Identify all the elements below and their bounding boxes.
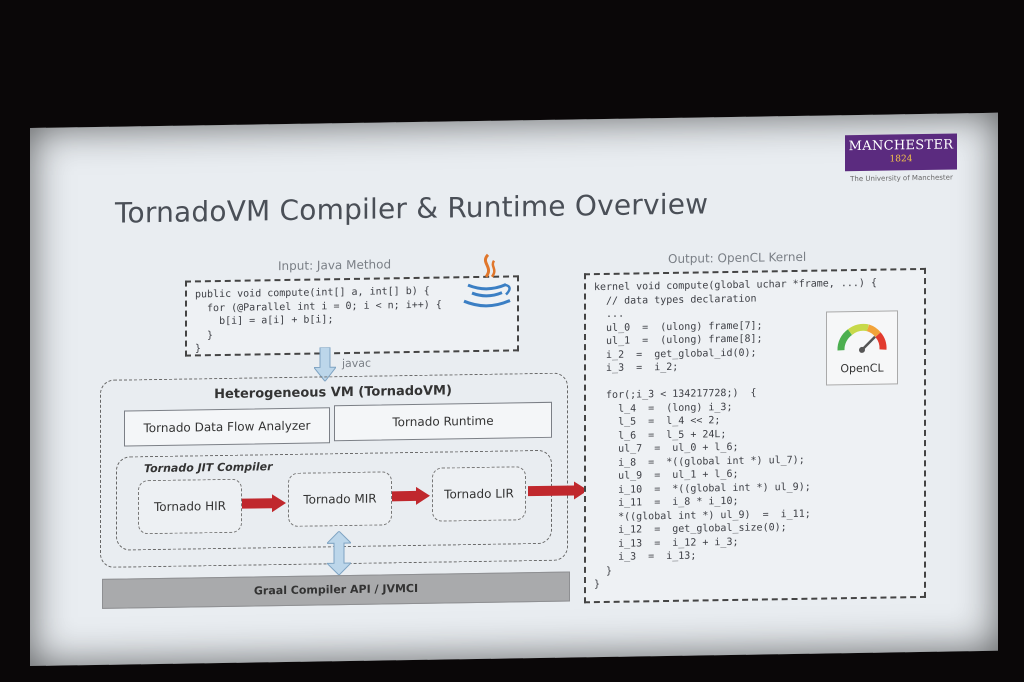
stage-mir: Tornado MIR xyxy=(288,471,392,527)
java-logo-icon xyxy=(463,253,511,308)
red-arrow-icon xyxy=(392,486,430,505)
university-logo: MANCHESTER 1824 xyxy=(845,133,957,172)
runtime-box: Tornado Runtime xyxy=(334,401,552,442)
opencl-label: OpenCL xyxy=(840,361,884,376)
output-caption: Output: OpenCL Kernel xyxy=(668,249,807,266)
logo-year: 1824 xyxy=(889,154,913,165)
data-flow-analyzer-box: Tornado Data Flow Analyzer xyxy=(124,407,330,447)
javac-arrow-icon xyxy=(314,347,336,382)
opencl-logo-card: OpenCL xyxy=(826,310,898,386)
java-code: public void compute(int[] a, int[] b) { … xyxy=(195,285,442,355)
logo-name: MANCHESTER xyxy=(848,137,954,155)
red-arrow-icon xyxy=(242,494,286,513)
red-arrow-icon xyxy=(528,481,588,500)
bidirectional-arrow-icon xyxy=(327,530,351,576)
javac-label: javac xyxy=(342,356,372,371)
speedometer-icon xyxy=(837,323,887,353)
jit-title: Tornado JIT Compiler xyxy=(144,460,273,476)
logo-subtitle: The University of Manchester xyxy=(850,173,953,184)
stage-hir: Tornado HIR xyxy=(138,478,242,535)
slide-title: TornadoVM Compiler & Runtime Overview xyxy=(115,187,709,230)
stage-lir: Tornado LIR xyxy=(432,466,526,522)
graal-jvmci-bar: Graal Compiler API / JVMCI xyxy=(102,571,570,609)
presentation-slide: TornadoVM Compiler & Runtime Overview MA… xyxy=(30,112,998,666)
input-caption: Input: Java Method xyxy=(278,257,392,274)
